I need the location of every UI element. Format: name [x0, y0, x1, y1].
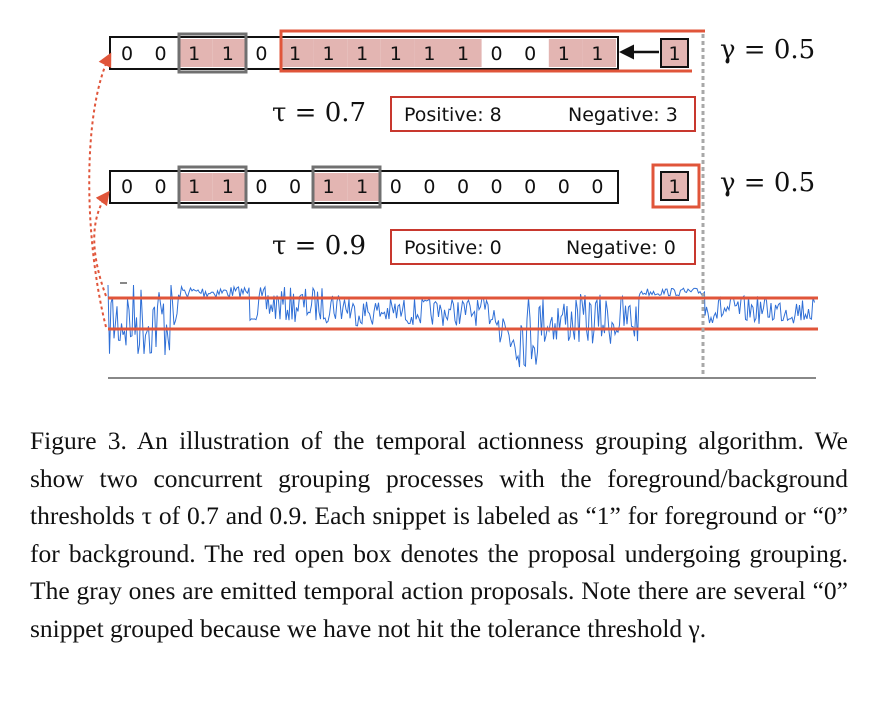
snippet-cell-value: 0	[457, 176, 469, 198]
row2-emitted-proposal-box-2	[311, 165, 382, 209]
snippet-cell-value: 0	[423, 176, 435, 198]
row2-emitted-proposal-box-1	[177, 165, 248, 209]
snippet-foreground-fill	[548, 39, 583, 67]
figure-caption: Figure 3. An illustration of the tempora…	[30, 422, 848, 647]
caption-text: Figure 3. An illustration of the tempora…	[30, 426, 848, 643]
snippet-cell-value: 0	[255, 176, 267, 198]
threshold-to-row2-arrow	[93, 190, 110, 297]
snippet-cell-value: 1	[323, 176, 335, 198]
snippet-foreground-fill	[313, 39, 348, 67]
snippet-foreground-fill	[212, 173, 247, 201]
snippet-cell-value: 1	[356, 176, 368, 198]
snippet-foreground-fill	[179, 39, 213, 67]
snippet-cell-value: 0	[390, 176, 402, 198]
snippet-cell-value: 0	[491, 43, 503, 65]
row2-tau-label: τ = 0.9	[272, 231, 366, 261]
snippet-cell-value: 0	[558, 176, 570, 198]
row1-pending-cell-bg	[661, 39, 688, 67]
snippet-foreground-fill	[582, 39, 616, 67]
snippet-cell-value: 1	[390, 43, 402, 65]
row1-gamma-label: γ = 0.5	[720, 35, 815, 65]
snippet-cell-value: 0	[121, 176, 133, 198]
snippet-cell-value: 1	[222, 43, 234, 65]
threshold-to-row1-arrow	[88, 52, 112, 328]
snippet-cell-value: 1	[356, 43, 368, 65]
snippet-cell-value: 1	[423, 43, 435, 65]
actionness-curve	[107, 284, 815, 368]
row1-tau-label: τ = 0.7	[272, 98, 366, 128]
snippet-foreground-fill	[448, 39, 482, 67]
row2-positive-count: Positive: 0	[404, 237, 502, 259]
snippet-cell-value: 0	[155, 43, 167, 65]
snippet-cell-value: 1	[289, 43, 301, 65]
row2-open-proposal-box	[651, 163, 701, 209]
snippet-cell-value: 0	[591, 176, 603, 198]
snippet-cell-value: 0	[524, 176, 536, 198]
snippet-foreground-fill	[179, 173, 213, 201]
snippet-cell-value: 0	[155, 176, 167, 198]
row1-emitted-proposal-box	[177, 32, 248, 74]
row1-negative-count: Negative: 3	[568, 104, 678, 126]
actionness-signal-plot	[107, 282, 818, 379]
snippet-foreground-fill	[347, 39, 381, 67]
row1-pending-cell	[660, 38, 689, 68]
row1-stats: τ = 0.7 Positive: 8 Negative: 3	[272, 96, 696, 132]
row2-sequence-border	[109, 170, 619, 204]
snippet-cell-value: 0	[491, 176, 503, 198]
row2-pending-cell	[660, 171, 689, 201]
row2-gamma-label: γ = 0.5	[720, 168, 815, 198]
snippet-cell-value: 1	[222, 176, 234, 198]
snippet-foreground-fill	[313, 173, 348, 201]
snippet-cell-value: 1	[323, 43, 335, 65]
row2-stats: τ = 0.9 Positive: 0 Negative: 0	[272, 229, 696, 265]
row2-count-box	[390, 229, 696, 265]
snippet-foreground-fill	[280, 39, 314, 67]
row1-count-box	[390, 96, 696, 132]
snippet-cell-value: 0	[121, 43, 133, 65]
snippet-cell-value: 0	[255, 43, 267, 65]
snippet-foreground-fill	[380, 39, 415, 67]
snippet-cell-value: 1	[457, 43, 469, 65]
snippet-cell-value: 0	[289, 176, 301, 198]
snippet-cell-value: 1	[188, 43, 200, 65]
row1-pending-cell-value: 1	[668, 43, 680, 65]
row2-pending-cell-value: 1	[668, 176, 680, 198]
row2-pending-cell-bg	[661, 172, 688, 200]
snippet-cell-value: 1	[591, 43, 603, 65]
row2-negative-count: Negative: 0	[566, 237, 676, 259]
snippet-foreground-fill	[347, 173, 381, 201]
snippet-cell-value: 0	[524, 43, 536, 65]
row1-open-proposal-box	[279, 29, 705, 73]
snippet-cell-value: 1	[558, 43, 570, 65]
snippet-foreground-fill	[414, 39, 448, 67]
row1-positive-count: Positive: 8	[404, 104, 502, 126]
snippet-cell-value: 1	[188, 176, 200, 198]
snippet-foreground-fill	[212, 39, 247, 67]
